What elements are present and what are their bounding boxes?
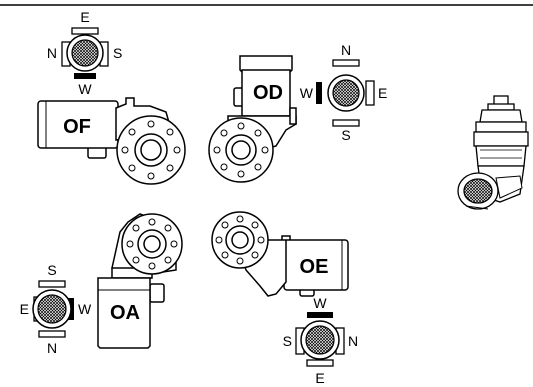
compass-oe-right-label: N [348,333,358,349]
mounting-label-oa: OA [110,302,140,324]
perspective-view [457,95,529,210]
compass-of-left-label: N [47,45,57,61]
compass-oe-marker [307,312,333,318]
compass-of: E N S W [47,9,122,97]
mounting-label-oe: OE [300,256,329,278]
assembly-oa: OA S E W N [20,213,183,356]
compass-of-right-label: S [113,45,122,61]
compass-oa: S E W N [20,262,92,356]
gear-unit-oe: OE [211,211,349,297]
compass-od: N W E S [300,42,388,143]
compass-oe-top-label: W [313,295,327,311]
compass-oe-bottom-label: E [315,370,324,386]
compass-od-bottom-label: S [341,127,350,143]
mounting-label-of: OF [63,116,91,138]
compass-od-top-label: N [341,42,351,58]
compass-of-bottom-label: W [78,81,92,97]
compass-oe: W S N E [283,295,358,386]
compass-od-right-label: E [378,85,387,101]
gear-unit-oa: OA [97,213,183,349]
compass-od-left-label: W [300,85,314,101]
compass-of-marker [74,73,96,79]
compass-oa-left-label: E [20,301,29,317]
compass-oa-bottom-label: N [47,340,57,356]
compass-oa-right-label: W [78,301,92,317]
assembly-of: E N S W OF [37,9,186,185]
mounting-label-od: OD [253,82,283,104]
assembly-oe: OE W S N E [211,211,358,386]
assembly-od: OD N W E S [208,42,388,183]
gear-unit-of: OF [37,97,186,185]
compass-of-top-label: E [80,9,89,25]
compass-oa-top-label: S [47,262,56,278]
compass-oe-left-label: S [283,333,292,349]
compass-od-marker [316,82,322,104]
gear-unit-od: OD [208,55,297,183]
